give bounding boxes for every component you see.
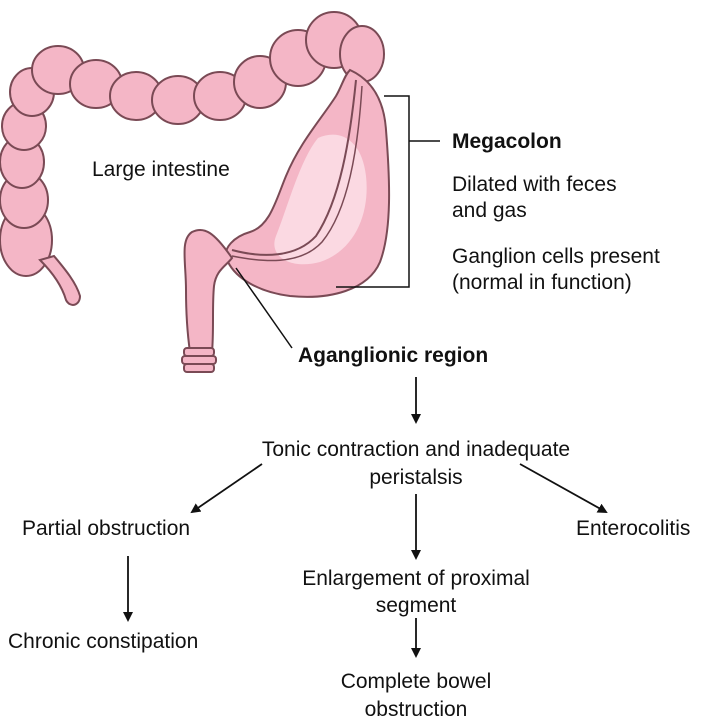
arrow-tonic-to-enterocolitis [519,463,608,513]
chronic-constipation-label: Chronic constipation [8,630,199,653]
megacolon-desc-line-1: Dilated with feces [452,173,617,196]
enlargement-line-2: segment [375,594,457,617]
megacolon-desc-line-4: (normal in function) [452,271,632,294]
large-intestine-label: Large intestine [92,158,230,181]
partial-obstruction-label: Partial obstruction [22,517,191,540]
ascending-colon [0,67,82,306]
aganglionic-leader-line [235,267,293,349]
aganglionic-segment [181,228,234,373]
enlargement-line-1: Enlargement of proximal [302,567,530,590]
transverse-colon [31,11,385,125]
megacolon-desc-line-3: Ganglion cells present [452,245,660,268]
megacolon-segment [225,68,391,298]
arrow-tonic-to-partial [190,463,263,514]
complete-bowel-line-1: Complete bowel [340,670,492,693]
aganglionic-region-label: Aganglionic region [298,344,489,367]
megacolon-title: Megacolon [452,130,562,153]
megacolon-desc-line-2: and gas [452,199,527,222]
flow-arrows [123,377,608,658]
tonic-contraction-line-2: peristalsis [369,466,463,489]
complete-bowel-line-2: obstruction [364,698,468,721]
enterocolitis-label: Enterocolitis [576,517,691,540]
tonic-contraction-line-1: Tonic contraction and inadequate [261,438,571,461]
megacolon-bracket [336,95,440,288]
large-intestine-illustration [0,11,391,373]
